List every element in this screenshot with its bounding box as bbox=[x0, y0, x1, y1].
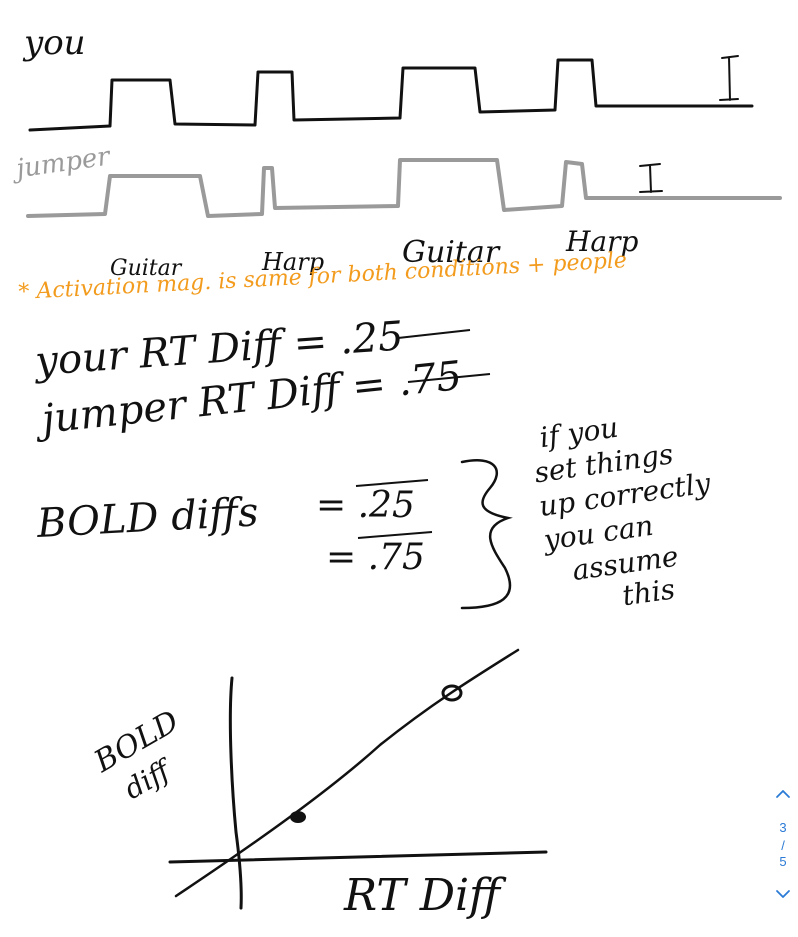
curly-brace bbox=[460, 459, 513, 610]
chevron-up-icon[interactable] bbox=[775, 786, 791, 802]
graph-point-you bbox=[290, 811, 306, 823]
page-total: 5 bbox=[779, 854, 787, 869]
bold-overline-1 bbox=[355, 479, 429, 487]
label-you: you bbox=[24, 23, 86, 63]
i1-marker-top bbox=[719, 55, 739, 101]
bold-value-1: = .25 bbox=[316, 485, 415, 526]
graph-x-axis bbox=[168, 850, 548, 864]
jumper-timeline-waveform bbox=[26, 158, 782, 218]
bold-value-2: = .75 bbox=[326, 537, 425, 578]
condition-label-2: Harp bbox=[262, 248, 325, 276]
graph-trend-line bbox=[174, 648, 520, 898]
graph-xlabel: RT Diff bbox=[344, 870, 501, 921]
condition-label-3: Guitar bbox=[402, 235, 500, 270]
i1-marker-bottom bbox=[639, 163, 663, 193]
rt-diff-overline-1 bbox=[397, 329, 471, 339]
bold-overline-2 bbox=[357, 531, 433, 539]
bold-diffs-label: BOLD diffs bbox=[35, 489, 260, 547]
condition-label-4: Harp bbox=[566, 225, 639, 258]
page-current: 3 bbox=[779, 820, 787, 835]
condition-label-1: Guitar bbox=[110, 256, 182, 281]
chevron-down-icon[interactable] bbox=[775, 886, 791, 902]
graph-point-jumper bbox=[441, 684, 463, 702]
page-separator: / bbox=[781, 838, 785, 853]
page-navigator: 3 / 5 bbox=[768, 780, 798, 910]
you-timeline-waveform bbox=[28, 58, 754, 132]
rt-diff-overline-2 bbox=[407, 373, 491, 383]
side-note: if you set things up correctly you can a… bbox=[528, 402, 726, 620]
graph-y-axis bbox=[228, 676, 243, 910]
